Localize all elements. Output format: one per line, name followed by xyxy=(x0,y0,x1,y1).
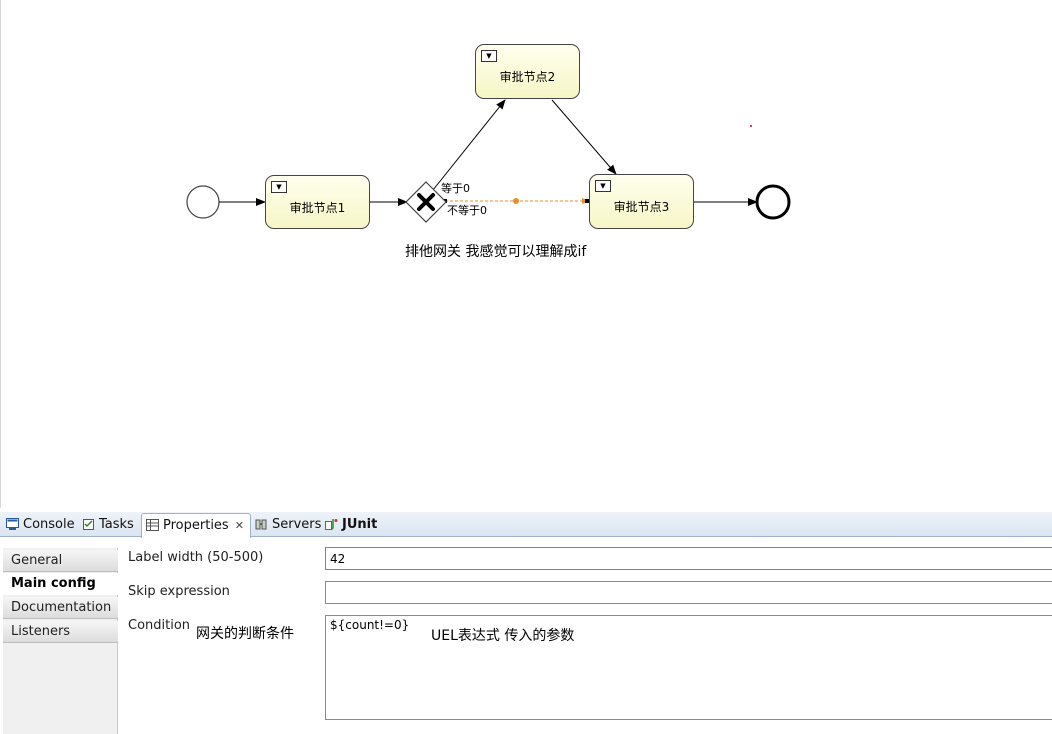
label-width-input[interactable] xyxy=(325,547,1052,570)
start-event[interactable] xyxy=(186,185,220,219)
tasks-icon xyxy=(82,515,95,530)
uel-annotation: UEL表达式 传入的参数 xyxy=(431,628,575,644)
canvas-dot xyxy=(750,125,752,127)
user-task-1[interactable]: ▼ 审批节点1 xyxy=(265,175,370,229)
flow-gateway-to-task2[interactable] xyxy=(432,99,506,191)
property-section-list: General Main config Documentation Listen… xyxy=(3,548,118,734)
skip-expression-label: Skip expression xyxy=(128,584,230,599)
tab-junit[interactable]: JUnit xyxy=(325,513,377,536)
tab-properties[interactable]: Properties ✕ xyxy=(141,513,251,538)
user-task-icon: ▼ xyxy=(481,50,497,62)
tab-tasks[interactable]: Tasks xyxy=(82,513,134,536)
section-documentation[interactable]: Documentation xyxy=(3,597,118,619)
user-task-3[interactable]: ▼ 审批节点3 xyxy=(589,174,694,229)
properties-panel: Console Tasks Properties✕ Servers JUnit … xyxy=(0,508,1052,734)
user-task-icon: ▼ xyxy=(595,180,611,192)
condition-label: Condition xyxy=(128,618,191,633)
section-listeners[interactable]: Listeners xyxy=(3,621,118,643)
properties-icon xyxy=(146,516,159,531)
flow-selection-handle-end[interactable] xyxy=(585,199,589,203)
tab-label: JUnit xyxy=(342,517,378,532)
condition-annotation: 网关的判断条件 xyxy=(196,626,294,642)
task-label: 审批节点1 xyxy=(289,201,346,215)
tab-label: Tasks xyxy=(99,517,134,532)
process-diagram-canvas[interactable]: ▼ 审批节点1 ▼ 审批节点2 ▼ 审批节点3 等于0 不等于0 排他网关 我感… xyxy=(0,0,1052,508)
diagram-svg xyxy=(186,99,791,223)
tab-servers[interactable]: Servers xyxy=(255,513,321,536)
end-event[interactable] xyxy=(755,184,791,220)
skip-expression-input[interactable] xyxy=(325,581,1052,604)
tab-label: Properties xyxy=(163,518,229,533)
task-label: 审批节点3 xyxy=(613,200,670,214)
label-width-label: Label width (50-500) xyxy=(128,550,264,565)
section-general[interactable]: General xyxy=(3,550,118,572)
flow-label-equal: 等于0 xyxy=(441,182,470,195)
junit-icon xyxy=(325,515,338,530)
section-main-config[interactable]: Main config xyxy=(3,573,118,595)
exclusive-gateway[interactable] xyxy=(405,181,447,223)
user-task-2[interactable]: ▼ 审批节点2 xyxy=(475,44,580,99)
tab-console[interactable]: Console xyxy=(6,513,75,536)
gateway-annotation: 排他网关 我感觉可以理解成if xyxy=(405,244,587,260)
console-icon xyxy=(6,515,19,530)
task-label: 审批节点2 xyxy=(499,70,556,84)
user-task-icon: ▼ xyxy=(271,181,287,193)
tab-label: Console xyxy=(23,517,75,532)
flow-selection-handle-mid[interactable] xyxy=(513,198,519,204)
flow-task2-to-task3[interactable] xyxy=(551,99,617,175)
tab-label: Servers xyxy=(272,517,322,532)
flow-label-not-equal: 不等于0 xyxy=(447,204,487,217)
condition-textarea[interactable]: ${count!=0} xyxy=(325,615,1052,720)
close-icon[interactable]: ✕ xyxy=(234,519,244,532)
view-tab-bar: Console Tasks Properties ✕ Servers JUnit xyxy=(0,512,1052,538)
servers-icon xyxy=(255,515,268,530)
